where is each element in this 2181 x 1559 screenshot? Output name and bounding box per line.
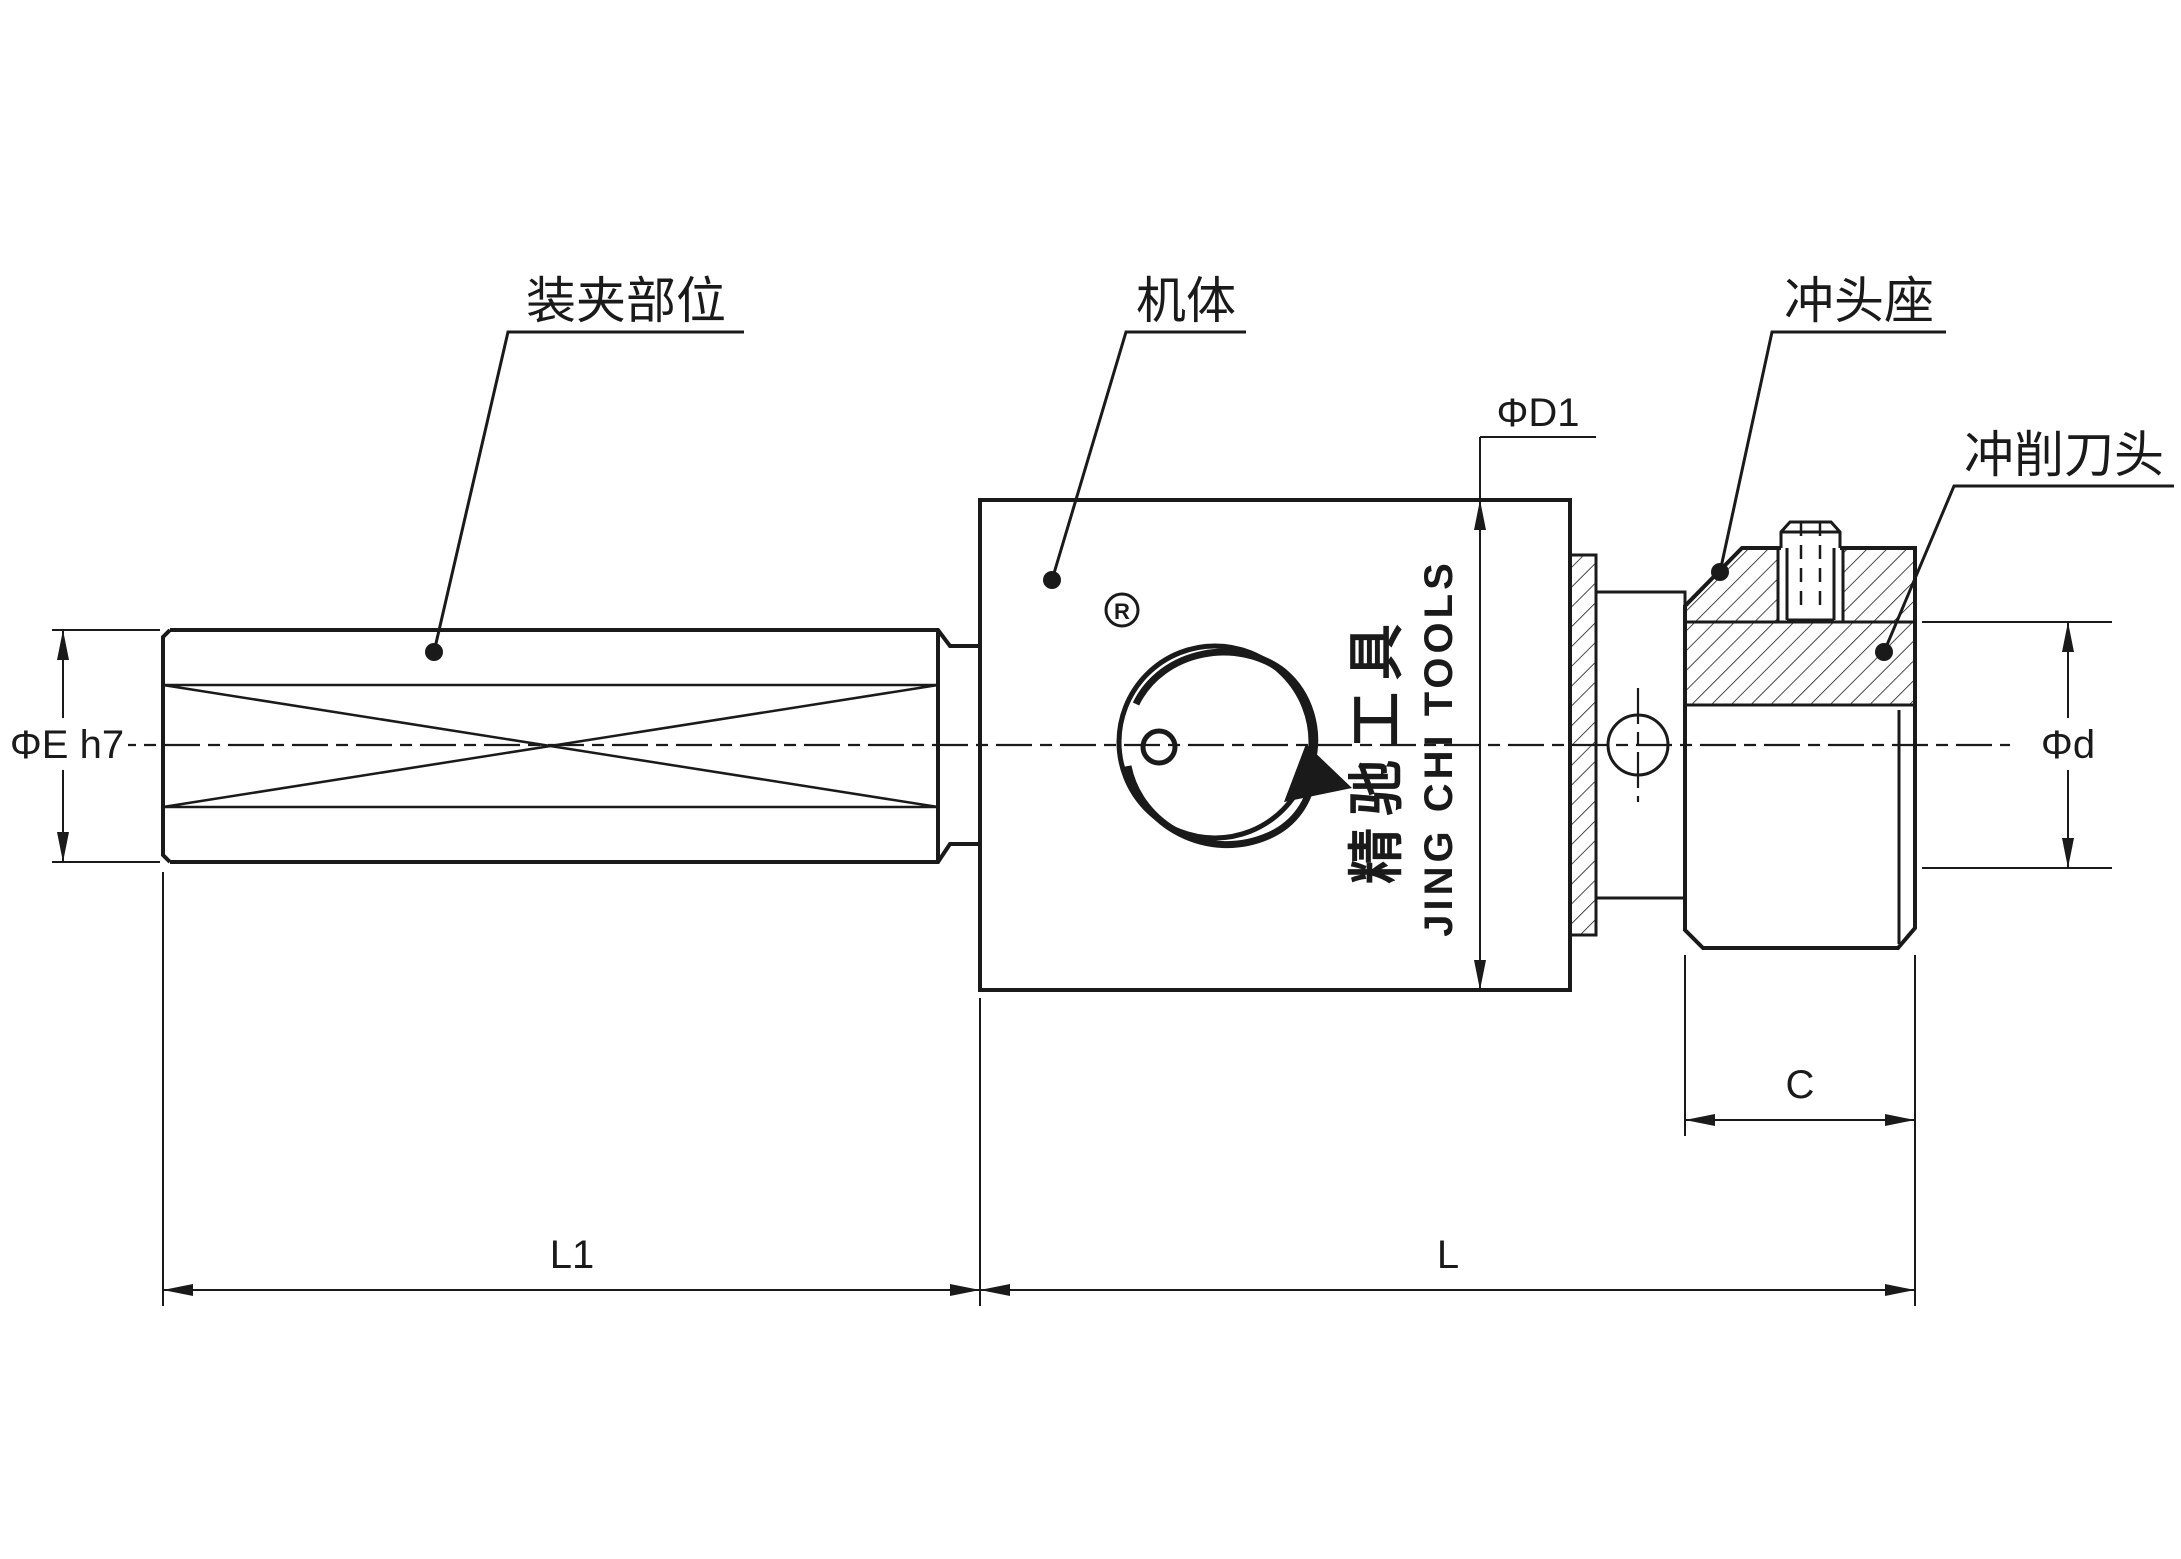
dim-cutter-dia-mask	[2032, 718, 2104, 770]
dim-body-dia-arrow-bottom	[1474, 960, 1486, 990]
callout-seat-leader	[1718, 330, 1946, 573]
dim-shank-dia-extensions	[52, 629, 160, 863]
dim-seat-length: C	[1684, 955, 1916, 1306]
clamp-screw	[1776, 520, 1845, 622]
dim-shank-dia-arrow-top	[57, 630, 69, 660]
head-section-lines	[1685, 620, 1915, 944]
registered-mark-circle	[1104, 592, 1140, 628]
shank	[161, 628, 980, 864]
dim-body-len-arrow-left	[980, 1284, 1010, 1296]
logo-inner-circle	[1140, 728, 1178, 766]
callout-clamping-area: 装夹部位	[425, 273, 744, 661]
callout-cutter-label: 冲削刀头	[1964, 427, 2164, 483]
dim-shank-len-label: L1	[550, 1233, 595, 1277]
callout-clamping-leader	[432, 330, 744, 653]
cutter-hatch	[1685, 622, 1915, 705]
dim-body-len-label: L	[1437, 1233, 1459, 1277]
flange-hatch	[1568, 553, 1598, 937]
dim-cutter-dia-arrow-top	[2062, 622, 2074, 652]
dim-seat-extensions	[1684, 955, 1916, 1306]
dim-shank-len-arrow-left	[163, 1284, 193, 1296]
callout-cutter-leader	[1882, 484, 2174, 653]
centerlines	[100, 688, 2010, 802]
dim-body-dia-arrow-top	[1474, 500, 1486, 530]
logo-outer-circle	[1116, 643, 1314, 841]
shank-knurl-cross	[162, 683, 939, 809]
dim-cutter-dia-label: Φd	[2041, 723, 2095, 767]
punch-seat-block	[1683, 546, 1917, 950]
dim-shank-dia-mask	[6, 718, 128, 770]
callout-body-label: 机体	[1136, 273, 1236, 329]
registered-mark-letter: R	[1114, 599, 1130, 624]
callout-body-leader	[1050, 330, 1246, 581]
shank-outline	[161, 628, 980, 864]
dim-body-length: L	[980, 1233, 1915, 1296]
callout-body-dot	[1043, 571, 1061, 589]
brand-name-en: JING CHI TOOLS	[1417, 559, 1461, 937]
callout-machine-body: 机体	[1043, 273, 1246, 589]
callout-punch-cutter: 冲削刀头	[1875, 427, 2174, 661]
logo-swoosh-bottom	[1124, 765, 1317, 848]
brand-logo: R 精驰工具 JING CHI TOOLS	[1104, 559, 1461, 937]
dim-body-diameter: ΦD1	[1474, 391, 1596, 990]
section-hatch-left	[1685, 548, 1778, 622]
dim-shank-dia-label: ΦE h7	[10, 723, 124, 767]
screw-head	[1779, 520, 1842, 548]
callout-clamping-dot	[425, 643, 443, 661]
screw-bore	[1776, 548, 1845, 622]
dim-shank-length: L1	[162, 872, 981, 1306]
dim-cutter-dia-extensions	[1922, 621, 2112, 869]
dim-shank-diameter: ΦE h7	[6, 629, 160, 863]
dim-shank-dia-arrow-bottom	[57, 832, 69, 862]
screw-shank	[1785, 548, 1836, 622]
dim-cutter-diameter: Φd	[1922, 621, 2112, 869]
callout-punch-seat: 冲头座	[1711, 273, 1946, 581]
flange-ring	[1568, 553, 1598, 937]
brand-name-cn: 精驰工具	[1345, 612, 1408, 884]
logo-swoosh-top	[1132, 648, 1319, 763]
callout-seat-label: 冲头座	[1784, 273, 1934, 329]
dim-cutter-dia-arrow-bottom	[2062, 838, 2074, 868]
dim-body-len-arrow-right	[1885, 1284, 1915, 1296]
screw-socket-hidden-lines	[1799, 522, 1822, 612]
section-hatch-right	[1843, 548, 1915, 622]
logo-beak	[1284, 744, 1352, 802]
dim-shank-len-extensions	[162, 872, 981, 1306]
dim-seat-label: C	[1786, 1063, 1815, 1107]
set-screw-hole	[1606, 713, 1670, 777]
callout-seat-dot	[1711, 563, 1729, 581]
dim-seat-arrow-left	[1685, 1114, 1715, 1126]
callout-cutter-dot	[1875, 643, 1893, 661]
dim-body-dia-label: ΦD1	[1496, 391, 1579, 435]
dim-seat-arrow-right	[1885, 1114, 1915, 1126]
dim-shank-len-arrow-right	[950, 1284, 980, 1296]
callout-clamping-label: 装夹部位	[526, 273, 726, 329]
